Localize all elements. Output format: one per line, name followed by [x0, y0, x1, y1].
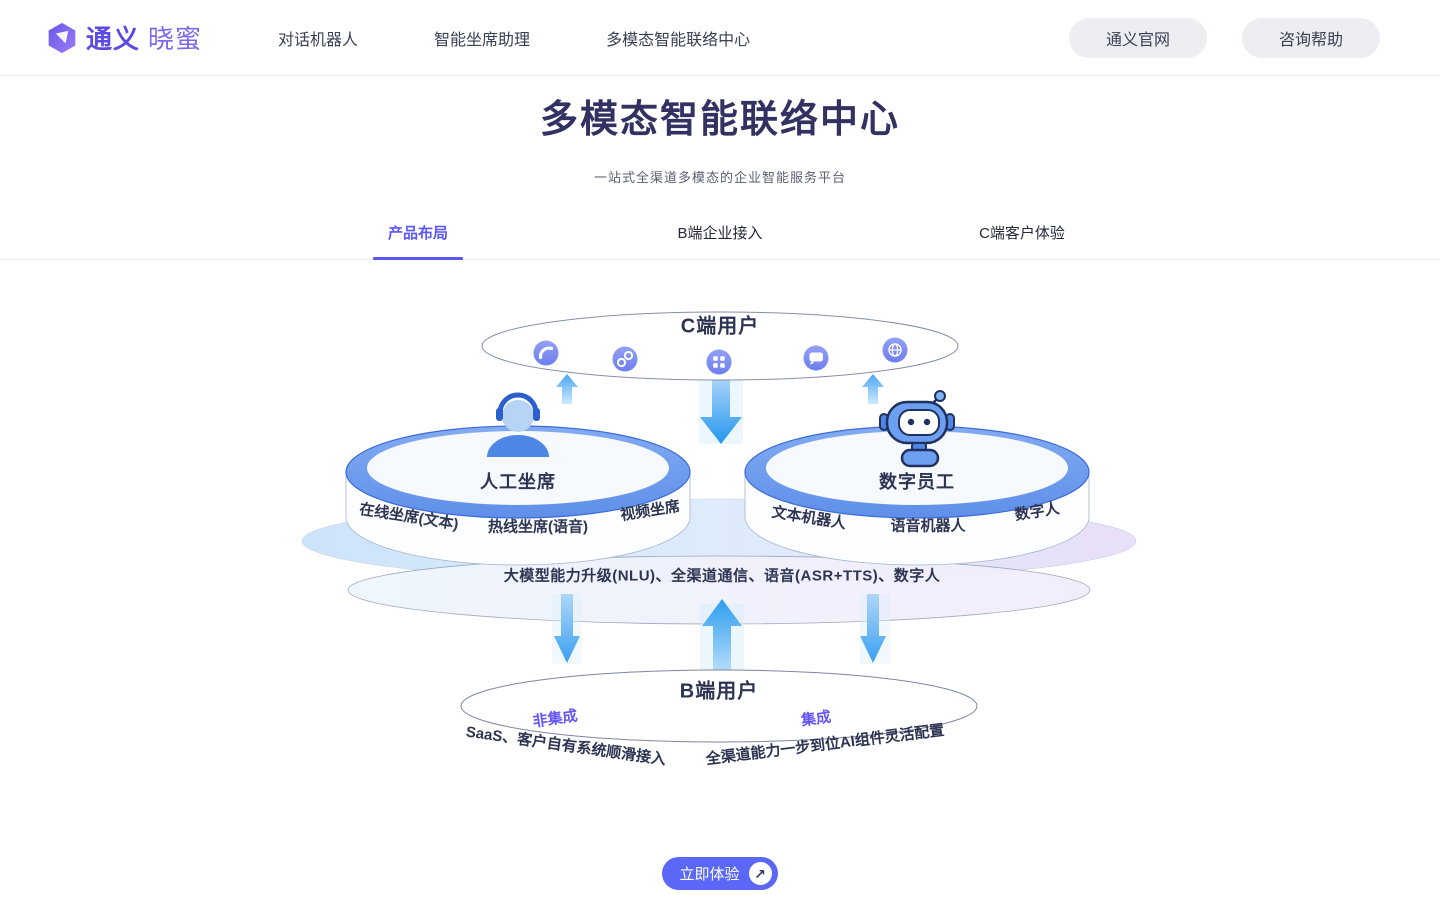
header-actions: 通义官网 咨询帮助: [1068, 17, 1380, 58]
brand-logo[interactable]: 通义晓蜜: [46, 19, 202, 56]
human-agents-label: 人工坐席: [480, 472, 556, 492]
left-cylinder-top: [367, 431, 669, 505]
brand-name-light: 晓蜜: [148, 24, 203, 54]
try-now-label: 立即体验: [679, 866, 740, 883]
cta-section: 立即体验 ↗: [0, 857, 1440, 890]
apps-grid-icon: [706, 349, 732, 375]
digital-employees-label: 数字员工: [879, 472, 955, 492]
arrow-down-right: [860, 594, 886, 663]
nav-item-agent-assistant[interactable]: 智能坐席助理: [434, 31, 531, 49]
arrow-up-big: [702, 599, 742, 682]
chat-icon: [803, 345, 829, 371]
page-subtitle: 一站式全渠道多模态的企业智能服务平台: [593, 170, 846, 185]
brand-name-bold: 通义: [86, 24, 141, 54]
arrow-down-big: [700, 380, 742, 444]
nav-item-chatbot[interactable]: 对话机器人: [278, 31, 359, 49]
hero-section: 多模态智能联络中心 一站式全渠道多模态的企业智能服务平台: [0, 76, 1440, 186]
consult-help-button[interactable]: 咨询帮助: [1241, 17, 1380, 58]
try-now-button[interactable]: 立即体验 ↗: [662, 857, 778, 890]
c-end-users-label: C端用户: [680, 315, 760, 338]
phone-icon: [533, 340, 559, 366]
voice-bot-label: 语音机器人: [890, 517, 966, 535]
tab-bar: 产品布局 B端企业接入 C端客户体验: [0, 209, 1440, 260]
b-end-ellipse: [460, 669, 978, 743]
link-icon: [612, 346, 638, 372]
headset-agent-icon: [487, 392, 549, 457]
arrow-up-small-right: [862, 374, 884, 404]
nav-item-contact-center[interactable]: 多模态智能联络中心: [606, 31, 751, 49]
product-architecture-diagram: C端用户 人工坐席 在线坐席(文本) 热线坐席(语音) 视频坐席 数字员工 文本…: [0, 274, 1440, 799]
c-end-ellipse: [481, 311, 959, 381]
arrow-up-small-left: [556, 374, 578, 404]
integrated-label: 集成: [800, 708, 833, 730]
hotline-agent-label: 热线坐席(语音): [488, 518, 588, 536]
page-title: 多模态智能联络中心: [539, 99, 900, 141]
main-nav: 对话机器人 智能坐席助理 多模态智能联络中心: [278, 26, 750, 50]
top-nav-bar: 通义晓蜜 对话机器人 智能坐席助理 多模态智能联络中心 通义官网 咨询帮助: [0, 0, 1440, 76]
arrow-up-right-icon: ↗: [748, 862, 772, 885]
diagram-shapes: [301, 311, 1137, 743]
right-cylinder-top: [766, 431, 1068, 505]
arrow-down-left: [554, 594, 580, 663]
capability-band-label: 大模型能力升级(NLU)、全渠道通信、语音(ASR+TTS)、数字人: [503, 567, 941, 585]
b-end-users-label: B端用户: [679, 680, 759, 703]
robot-icon: [879, 390, 955, 468]
globe-icon: [882, 337, 908, 363]
active-tab-underline: [373, 257, 463, 260]
official-site-button[interactable]: 通义官网: [1068, 17, 1207, 58]
brand-logo-icon: [48, 22, 76, 53]
tab-b2b-access[interactable]: B端企业接入: [677, 225, 763, 242]
tab-product-layout[interactable]: 产品布局: [267, 209, 569, 260]
tab-c2c-experience[interactable]: C端客户体验: [979, 225, 1065, 242]
